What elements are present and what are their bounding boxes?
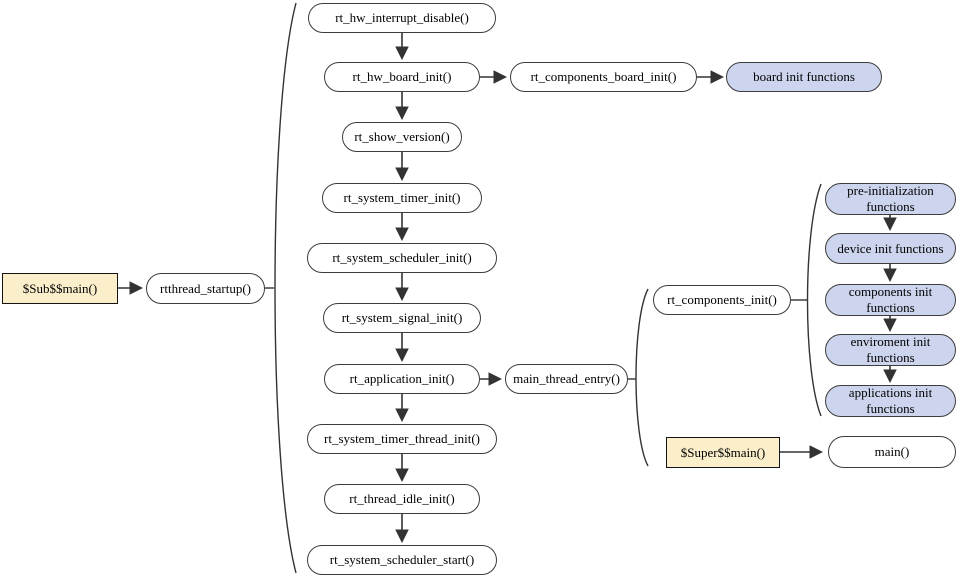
- node-enviroment-init-functions: enviroment init functions: [825, 334, 956, 366]
- node-rt-application-init: rt_application_init(): [324, 364, 480, 394]
- node-rt-hw-board-init: rt_hw_board_init(): [324, 62, 480, 92]
- node-rt-system-timer-thread-init: rt_system_timer_thread_init(): [307, 424, 497, 454]
- node-super-main: $Super$$main(): [666, 437, 780, 468]
- node-sub-main: $Sub$$main(): [2, 273, 118, 304]
- node-applications-init-functions: applications init functions: [825, 385, 956, 417]
- node-pre-initialization-functions: pre-initialization functions: [825, 183, 956, 215]
- brace-main-thread-group: [635, 288, 649, 467]
- brace-startup-group: [274, 2, 297, 574]
- node-rt-system-scheduler-start: rt_system_scheduler_start(): [307, 545, 497, 575]
- node-rt-components-init: rt_components_init(): [653, 285, 791, 315]
- node-rt-show-version: rt_show_version(): [342, 122, 462, 152]
- node-rt-thread-idle-init: rt_thread_idle_init(): [324, 484, 480, 514]
- node-main: main(): [828, 436, 956, 468]
- node-rt-components-board-init: rt_components_board_init(): [510, 62, 697, 92]
- node-board-init-functions: board init functions: [726, 62, 882, 92]
- node-rt-system-signal-init: rt_system_signal_init(): [323, 303, 481, 333]
- node-rtthread-startup: rtthread_startup(): [146, 273, 265, 304]
- node-device-init-functions: device init functions: [825, 233, 956, 264]
- node-rt-system-scheduler-init: rt_system_scheduler_init(): [307, 243, 497, 273]
- node-main-thread-entry: main_thread_entry(): [505, 364, 628, 394]
- node-rt-system-timer-init: rt_system_timer_init(): [322, 183, 482, 213]
- node-rt-hw-interrupt-disable: rt_hw_interrupt_disable(): [308, 3, 496, 33]
- brace-components-init-group: [806, 183, 822, 417]
- node-components-init-functions: components init functions: [825, 284, 956, 316]
